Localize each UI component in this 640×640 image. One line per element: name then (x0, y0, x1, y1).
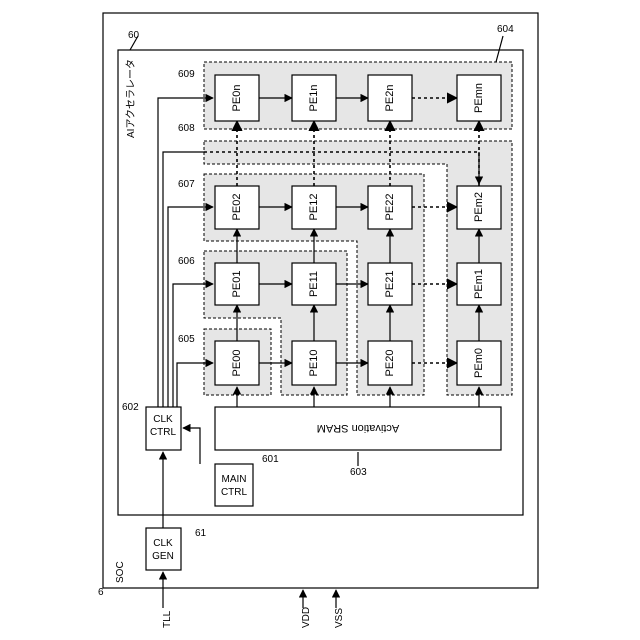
svg-text:Activation SRAM: Activation SRAM (317, 422, 400, 434)
svg-text:PE20: PE20 (384, 350, 396, 377)
svg-text:CTRL: CTRL (221, 487, 248, 498)
pe-10: PE10 (292, 341, 336, 385)
pin-vdd: VDD (301, 607, 312, 628)
clk-gen-ref: 61 (195, 528, 207, 539)
pe-m0: PEm0 (457, 341, 501, 385)
pe-0n: PE0n (215, 75, 259, 121)
pe-11: PE11 (292, 263, 336, 305)
svg-text:PE12: PE12 (308, 194, 320, 221)
svg-text:PE0n: PE0n (231, 85, 243, 112)
svg-text:PE22: PE22 (384, 194, 396, 221)
svg-text:PEm2: PEm2 (473, 192, 485, 222)
svg-text:PE00: PE00 (231, 350, 243, 377)
pe-1n: PE1n (292, 75, 336, 121)
group-606-ref: 606 (178, 256, 195, 267)
soc-ref: 6 (98, 587, 104, 598)
pe-01: PE01 (215, 263, 259, 305)
svg-text:PEmn: PEmn (473, 83, 485, 113)
clk-ctrl-ref: 602 (122, 402, 139, 413)
svg-text:PEm1: PEm1 (473, 269, 485, 299)
svg-text:PE10: PE10 (308, 350, 320, 377)
clk-gen-block: CLK GEN (146, 528, 181, 570)
pe-21: PE21 (368, 263, 412, 305)
clk-ctrl-block: CLK CTRL (146, 407, 181, 450)
accelerator-ref: 60 (128, 30, 140, 41)
activation-sram: Activation SRAM (215, 407, 501, 450)
accelerator-title: AIアクセラレータ (125, 59, 137, 138)
group-609-ref: 609 (178, 69, 195, 80)
pe-2n: PE2n (368, 75, 412, 121)
main-ctrl-ref: 601 (262, 454, 279, 465)
svg-text:PE11: PE11 (308, 271, 320, 297)
pe-12: PE12 (292, 186, 336, 229)
group-607-ref: 607 (178, 179, 195, 190)
main-ctrl-block: MAIN CTRL (215, 464, 253, 506)
pe-20: PE20 (368, 341, 412, 385)
pe-mn: PEmn (457, 75, 501, 121)
svg-text:CLK: CLK (153, 538, 173, 549)
svg-text:CLK: CLK (153, 414, 173, 425)
pe-02: PE02 (215, 186, 259, 229)
pe-m2: PEm2 (457, 186, 501, 229)
group-608-ref: 608 (178, 123, 195, 134)
svg-text:CTRL: CTRL (150, 427, 177, 438)
pin-vss: VSS (334, 608, 345, 628)
svg-text:GEN: GEN (152, 551, 174, 562)
group-605-ref: 605 (178, 334, 195, 345)
svg-text:PE02: PE02 (231, 194, 243, 221)
svg-text:PE21: PE21 (384, 271, 396, 298)
pe-22: PE22 (368, 186, 412, 229)
svg-text:PEm0: PEm0 (473, 348, 485, 378)
pin-tll: TLL (162, 610, 173, 628)
pe-m1: PEm1 (457, 263, 501, 305)
svg-text:PE01: PE01 (231, 271, 243, 298)
svg-text:PE1n: PE1n (308, 85, 320, 112)
svg-text:MAIN: MAIN (222, 474, 247, 485)
sram-ref: 603 (350, 467, 367, 478)
svg-text:PE2n: PE2n (384, 85, 396, 112)
pe-00: PE00 (215, 341, 259, 385)
soc-label: SOC (115, 561, 126, 583)
pe-array-ref: 604 (497, 24, 514, 35)
